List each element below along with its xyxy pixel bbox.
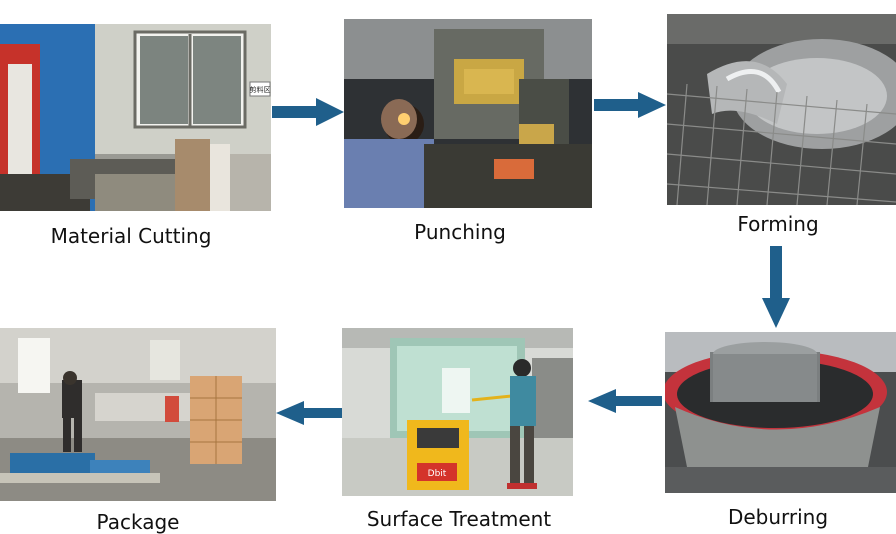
step-label-surface-treatment: Surface Treatment (366, 507, 552, 531)
photo-forming (667, 14, 896, 205)
cutting-area-sign: 剪料区 (250, 85, 271, 94)
step-label-package: Package (96, 510, 180, 534)
arrow-forming-to-deburring (762, 246, 790, 328)
step-label-forming: Forming (737, 212, 819, 236)
photo-punching (344, 19, 592, 208)
photo-package (0, 328, 276, 501)
photo-deburring (665, 332, 896, 493)
arrow-cutting-to-punching (272, 98, 344, 126)
arrow-surface-treatment-to-package (276, 401, 342, 425)
arrow-deburring-to-surface-treatment (588, 389, 662, 413)
photo-surface-treatment: Dbit (342, 328, 573, 496)
photo-material-cutting: 剪料区 (0, 24, 271, 211)
step-label-punching: Punching (414, 220, 506, 244)
spray-machine-brand: Dbit (428, 469, 447, 479)
arrow-punching-to-forming (594, 92, 666, 118)
step-label-deburring: Deburring (727, 505, 829, 529)
step-label-material-cutting: Material Cutting (50, 224, 212, 248)
